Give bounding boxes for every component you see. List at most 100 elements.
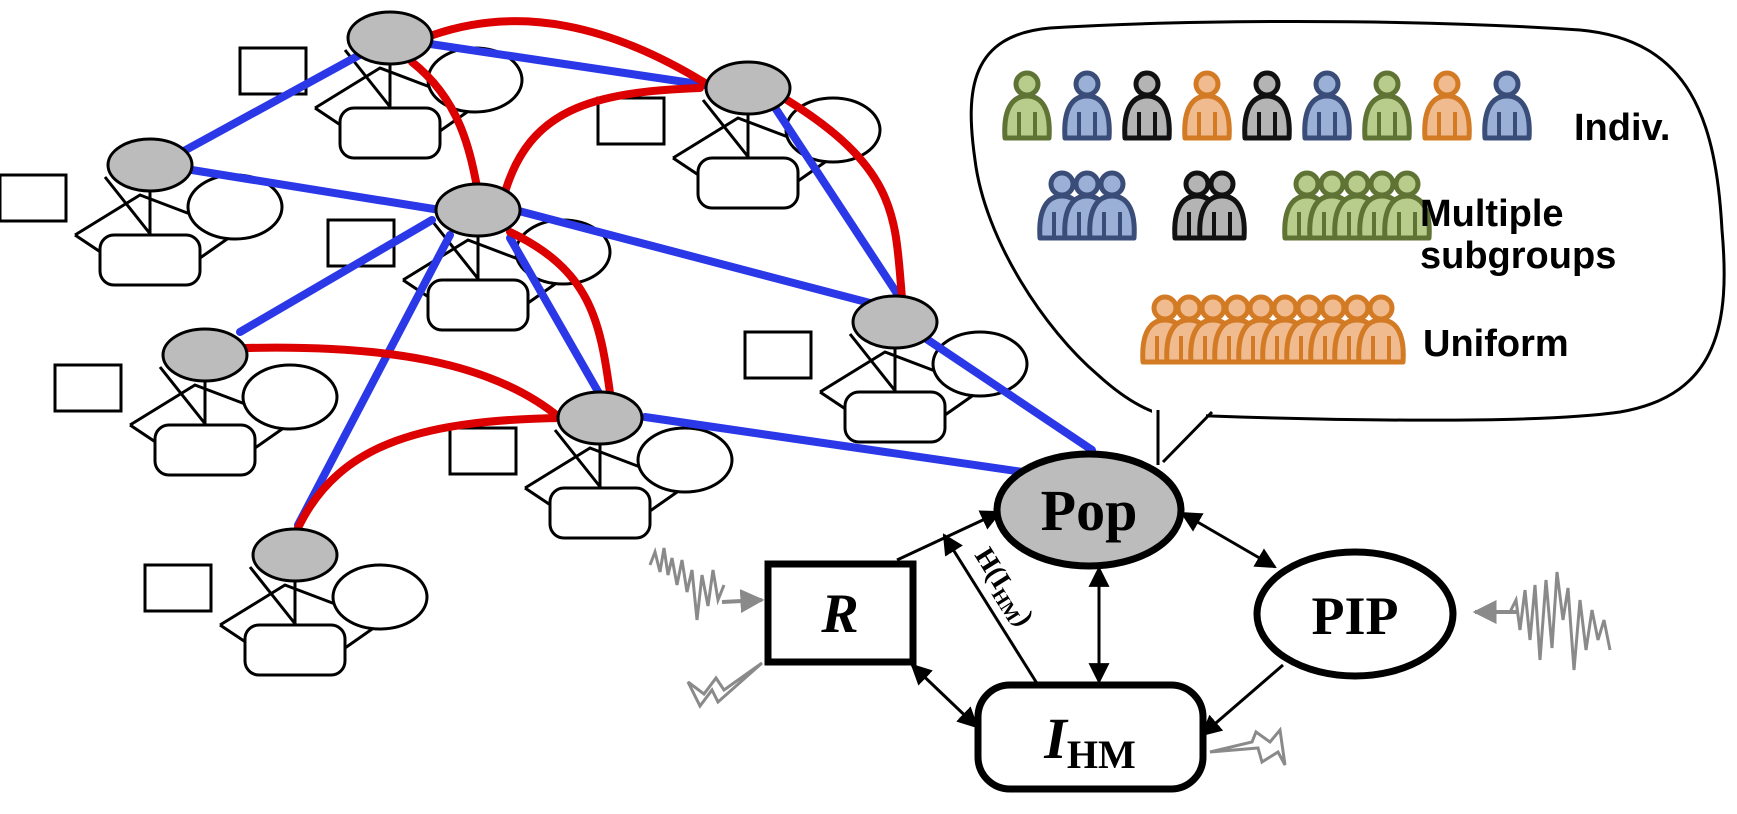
population-nodes — [106, 10, 939, 583]
subnetwork-circle — [241, 363, 339, 431]
subnetwork-edges — [672, 116, 797, 160]
blue-link — [236, 216, 436, 336]
multiple-label: Multiple — [1420, 193, 1564, 235]
person-icon — [1242, 70, 1292, 141]
uniform-label: Uniform — [1423, 323, 1569, 365]
subnetwork-edges — [219, 583, 344, 627]
subnetwork-edges — [129, 383, 254, 427]
red-link — [783, 96, 906, 302]
subnetwork-edges — [74, 193, 199, 237]
population-node — [251, 527, 339, 583]
noise-waves — [648, 547, 1612, 671]
subnetwork-edge — [158, 366, 212, 431]
lightning-icons — [686, 661, 1287, 766]
population-node — [161, 327, 249, 383]
blue-link — [386, 34, 709, 89]
blue-link — [641, 413, 1027, 476]
subnetwork-square — [53, 363, 123, 413]
person-icon — [1062, 70, 1112, 141]
subnetwork-square — [448, 426, 518, 476]
subnetwork-rounded-box — [243, 623, 347, 677]
red-link — [506, 228, 614, 397]
blue-link — [921, 334, 1096, 454]
red-link — [241, 343, 564, 422]
subnetwork-rounded-box — [548, 486, 652, 540]
subnetwork-rounded-box — [843, 390, 947, 444]
person-icon — [1356, 294, 1406, 365]
subnetwork-square — [143, 563, 213, 613]
population-node — [346, 10, 434, 66]
noise-arrow — [721, 589, 765, 614]
local-subnetwork — [53, 363, 339, 477]
local-subnetwork — [743, 330, 1029, 444]
ihm-node: IHM — [974, 681, 1207, 793]
person-icon — [1302, 70, 1352, 141]
subnetwork-edge — [848, 333, 902, 398]
local-subnetwork — [326, 218, 612, 332]
blue-link — [188, 166, 444, 214]
subnetwork-rounded-box — [98, 233, 202, 287]
pip-node: PIP — [1253, 548, 1457, 680]
red-links — [241, 17, 906, 532]
red-link — [429, 17, 709, 87]
person-icon — [1002, 70, 1052, 141]
subnetwork-circle — [331, 563, 429, 631]
person-icon — [1482, 70, 1532, 141]
blue-link — [294, 231, 454, 529]
red-link — [294, 414, 566, 532]
subnetwork-rounded-box — [338, 106, 442, 160]
subnetwork-edges — [819, 350, 944, 394]
population-node — [704, 60, 792, 116]
subnetwork-circle — [931, 330, 1029, 398]
person-icon — [1212, 294, 1262, 365]
subnetwork-rounded-box — [426, 278, 530, 332]
blue-link — [511, 206, 874, 307]
blue-link — [178, 48, 369, 156]
pip-to-ihm-arrow — [1200, 663, 1284, 737]
population-node — [851, 294, 939, 350]
lightning-icon — [686, 661, 763, 709]
subnetwork-rounded-box — [696, 156, 800, 210]
pop-pip-arrow — [1180, 511, 1277, 569]
person-icon — [1422, 70, 1472, 141]
subgroups-label: subgroups — [1420, 235, 1616, 277]
population-node — [556, 390, 644, 446]
r-ihm-arrow — [910, 663, 979, 729]
subnetwork-square — [743, 330, 813, 380]
ihm-to-pop-arrow — [942, 533, 1040, 686]
subnetwork-circle — [636, 426, 734, 494]
subnetwork-rounded-box — [153, 423, 257, 477]
population-node — [106, 137, 194, 193]
subnetwork-edge — [553, 429, 607, 494]
local-subnetwork — [0, 173, 284, 287]
subnetwork-square — [596, 96, 666, 146]
blue-link — [766, 96, 904, 302]
person-icon — [1122, 70, 1172, 141]
blue-link — [506, 234, 604, 399]
red-link — [501, 84, 704, 196]
person-icon — [1087, 170, 1137, 241]
subnetwork-edges — [524, 446, 649, 490]
person-icon — [1182, 70, 1232, 141]
r-label: R — [820, 583, 858, 645]
person-icon — [1357, 170, 1407, 241]
population-node — [434, 182, 522, 238]
local-subnetworks — [0, 46, 1029, 677]
pip-label: PIP — [1312, 586, 1399, 646]
subnetwork-edges — [402, 238, 527, 282]
lightning-icon — [1209, 726, 1287, 766]
subnetwork-edge — [701, 99, 755, 164]
person-icon — [1197, 170, 1247, 241]
person-icon — [1362, 70, 1412, 141]
noise-wave-icon — [1508, 571, 1612, 671]
subnetwork-edge — [248, 566, 302, 631]
r-node: R — [764, 560, 917, 666]
subnetwork-edge — [103, 176, 157, 241]
people-groups — [1002, 70, 1532, 365]
person-icon — [1382, 170, 1432, 241]
local-subnetwork — [143, 563, 429, 677]
subnetwork-edges — [314, 66, 439, 110]
pop-node: Pop — [993, 450, 1185, 570]
bubble-pointer-right — [1161, 410, 1214, 464]
